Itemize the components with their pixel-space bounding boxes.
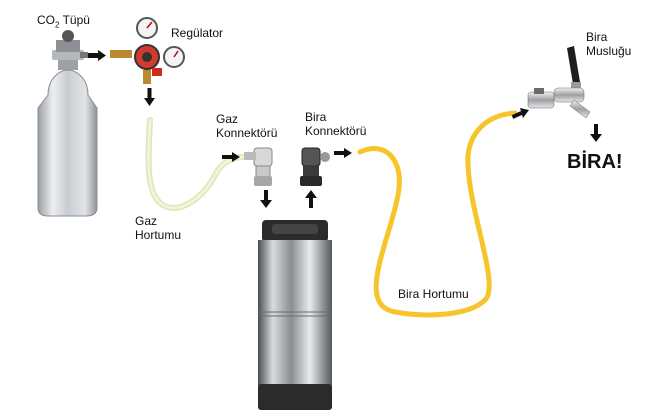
arrow-faucet-down xyxy=(590,124,602,142)
faucet-label-line2: Musluğu xyxy=(586,44,632,58)
gas-connector xyxy=(244,147,273,186)
arrow-out-beer-connector xyxy=(334,148,352,158)
gas-connector-label-line2: Konnektörü xyxy=(216,126,278,140)
keg xyxy=(258,220,332,410)
co2-label-prefix: CO xyxy=(37,13,55,27)
beer-connector-label-line2: Konnektörü xyxy=(305,124,367,138)
gas-hose-label-line2: Hortumu xyxy=(135,228,182,242)
arrow-tank-to-regulator xyxy=(88,50,106,61)
arrow-gas-connector-down xyxy=(260,190,272,208)
faucet-label: Bira Musluğu xyxy=(586,30,631,58)
arrow-into-gas-connector xyxy=(222,152,240,162)
arrow-beer-connector-up xyxy=(305,190,317,208)
regulator xyxy=(110,17,185,84)
flow-arrows xyxy=(88,50,602,208)
beer-hose-label: Bira Hortumu xyxy=(398,287,469,301)
gas-hose-label-line1: Gaz xyxy=(135,214,158,228)
co2-label-suffix: Tüpü xyxy=(59,13,90,27)
faucet-label-line1: Bira xyxy=(586,30,608,44)
regulator-label: Regülator xyxy=(171,26,224,40)
gas-connector-label-line1: Gaz xyxy=(216,112,239,126)
co2-tank xyxy=(37,30,98,217)
beer-hose xyxy=(357,110,518,318)
co2-tank-label: CO2 Tüpü xyxy=(37,13,90,32)
result-label: BİRA! xyxy=(567,151,623,173)
gas-connector-label: Gaz Konnektörü xyxy=(216,112,277,140)
beer-connector-label-line1: Bira xyxy=(305,110,327,124)
beer-faucet xyxy=(527,46,591,119)
arrow-regulator-down xyxy=(144,88,155,106)
beer-connector-label: Bira Konnektörü xyxy=(305,110,366,138)
beer-connector xyxy=(300,147,330,186)
gas-hose-label: Gaz Hortumu xyxy=(135,214,181,242)
co2-label-subscript: 2 xyxy=(55,20,60,30)
arrow-into-faucet xyxy=(511,108,529,119)
